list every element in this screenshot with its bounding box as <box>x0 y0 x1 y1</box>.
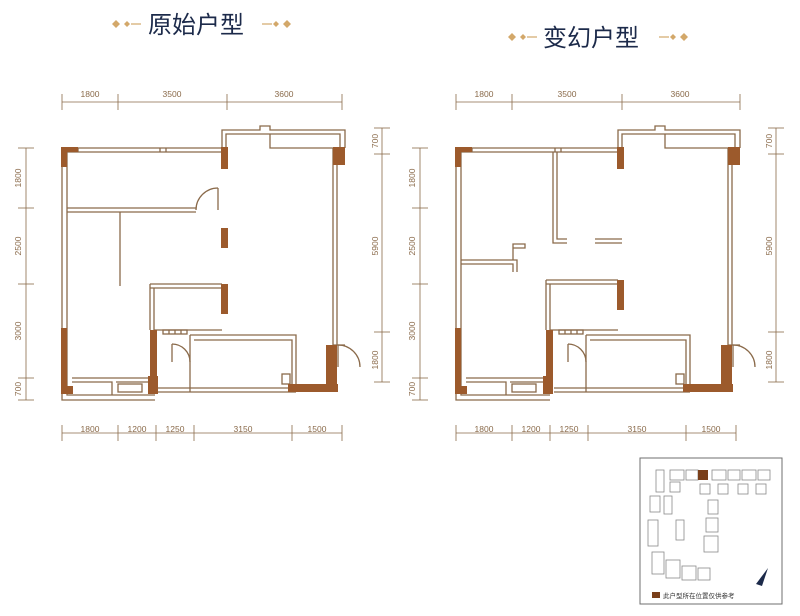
ornament-right-icon <box>659 33 688 41</box>
vent-grille-icon <box>162 329 188 335</box>
dimension-label: 1800 <box>475 424 494 434</box>
dimension-label: 1200 <box>522 424 541 434</box>
structural-walls <box>61 147 345 394</box>
bottom-dimension-line: 1800 1200 1250 3150 1500 <box>455 424 737 441</box>
dimension-label: 3600 <box>275 89 294 99</box>
site-location-map: 此户型所在位置仅供参考 <box>639 457 783 605</box>
top-dimension-line: 1800 3500 3600 <box>61 89 343 110</box>
dimension-label: 5900 <box>370 236 380 255</box>
interior-walls <box>61 125 361 401</box>
right-dimension-line: 700 5900 1800 <box>370 127 390 383</box>
left-dimension-line: 1800 2500 3000 700 <box>407 147 428 401</box>
dimension-label: 3600 <box>671 89 690 99</box>
dimension-label: 3000 <box>407 321 417 340</box>
plan-title: 原始户型 <box>148 11 244 39</box>
structural-walls <box>455 147 740 394</box>
dimension-label: 1500 <box>308 424 327 434</box>
current-unit-marker <box>698 470 708 480</box>
ornament-left-icon <box>112 20 141 28</box>
dimension-label: 700 <box>407 382 417 396</box>
dimension-label: 1800 <box>81 424 100 434</box>
ornament-right-icon <box>262 20 291 28</box>
site-map-legend: 此户型所在位置仅供参考 <box>663 591 735 600</box>
interior-walls <box>455 125 756 401</box>
dimension-label: 1250 <box>166 424 185 434</box>
dimension-label: 700 <box>764 134 774 148</box>
door-swing-icon <box>337 344 361 368</box>
dimension-label: 700 <box>13 382 23 396</box>
right-dimension-line: 700 5900 1800 <box>764 127 784 383</box>
title-variant: 变幻户型 <box>508 24 688 52</box>
ornament-left-icon <box>508 33 537 41</box>
vent-grille-icon <box>558 329 584 335</box>
door-swing-icon <box>732 344 756 368</box>
dimension-label: 1800 <box>764 350 774 369</box>
door-swing-icon <box>171 343 191 363</box>
dimension-label: 700 <box>370 134 380 148</box>
door-swing-icon <box>195 187 219 211</box>
dimension-label: 5900 <box>764 236 774 255</box>
dimension-label: 1800 <box>13 168 23 187</box>
bottom-dimension-line: 1800 1200 1250 3150 1500 <box>61 424 343 441</box>
dimension-label: 3000 <box>13 321 23 340</box>
dimension-label: 2500 <box>407 236 417 255</box>
dimension-label: 1800 <box>81 89 100 99</box>
dimension-label: 1800 <box>407 168 417 187</box>
dimension-label: 1200 <box>128 424 147 434</box>
left-dimension-line: 1800 2500 3000 700 <box>13 147 34 401</box>
dimension-label: 1500 <box>702 424 721 434</box>
dimension-label: 3500 <box>163 89 182 99</box>
door-swing-icon <box>567 343 587 363</box>
floor-plan-variant: 1800 3500 3600 1800 2500 3000 700 700 59… <box>407 89 784 441</box>
dimension-label: 2500 <box>13 236 23 255</box>
dimension-label: 3150 <box>628 424 647 434</box>
dimension-label: 1800 <box>370 350 380 369</box>
dimension-label: 1800 <box>475 89 494 99</box>
compass-arrow-icon <box>756 568 768 586</box>
legend-swatch <box>652 592 660 598</box>
dimension-label: 3150 <box>234 424 253 434</box>
top-dimension-line: 1800 3500 3600 <box>455 89 741 110</box>
title-original: 原始户型 <box>112 11 291 39</box>
dimension-label: 3500 <box>558 89 577 99</box>
floor-plan-original: 1800 3500 3600 1800 2500 3000 700 700 59… <box>13 89 390 441</box>
dimension-label: 1250 <box>560 424 579 434</box>
plan-title: 变幻户型 <box>543 24 639 52</box>
